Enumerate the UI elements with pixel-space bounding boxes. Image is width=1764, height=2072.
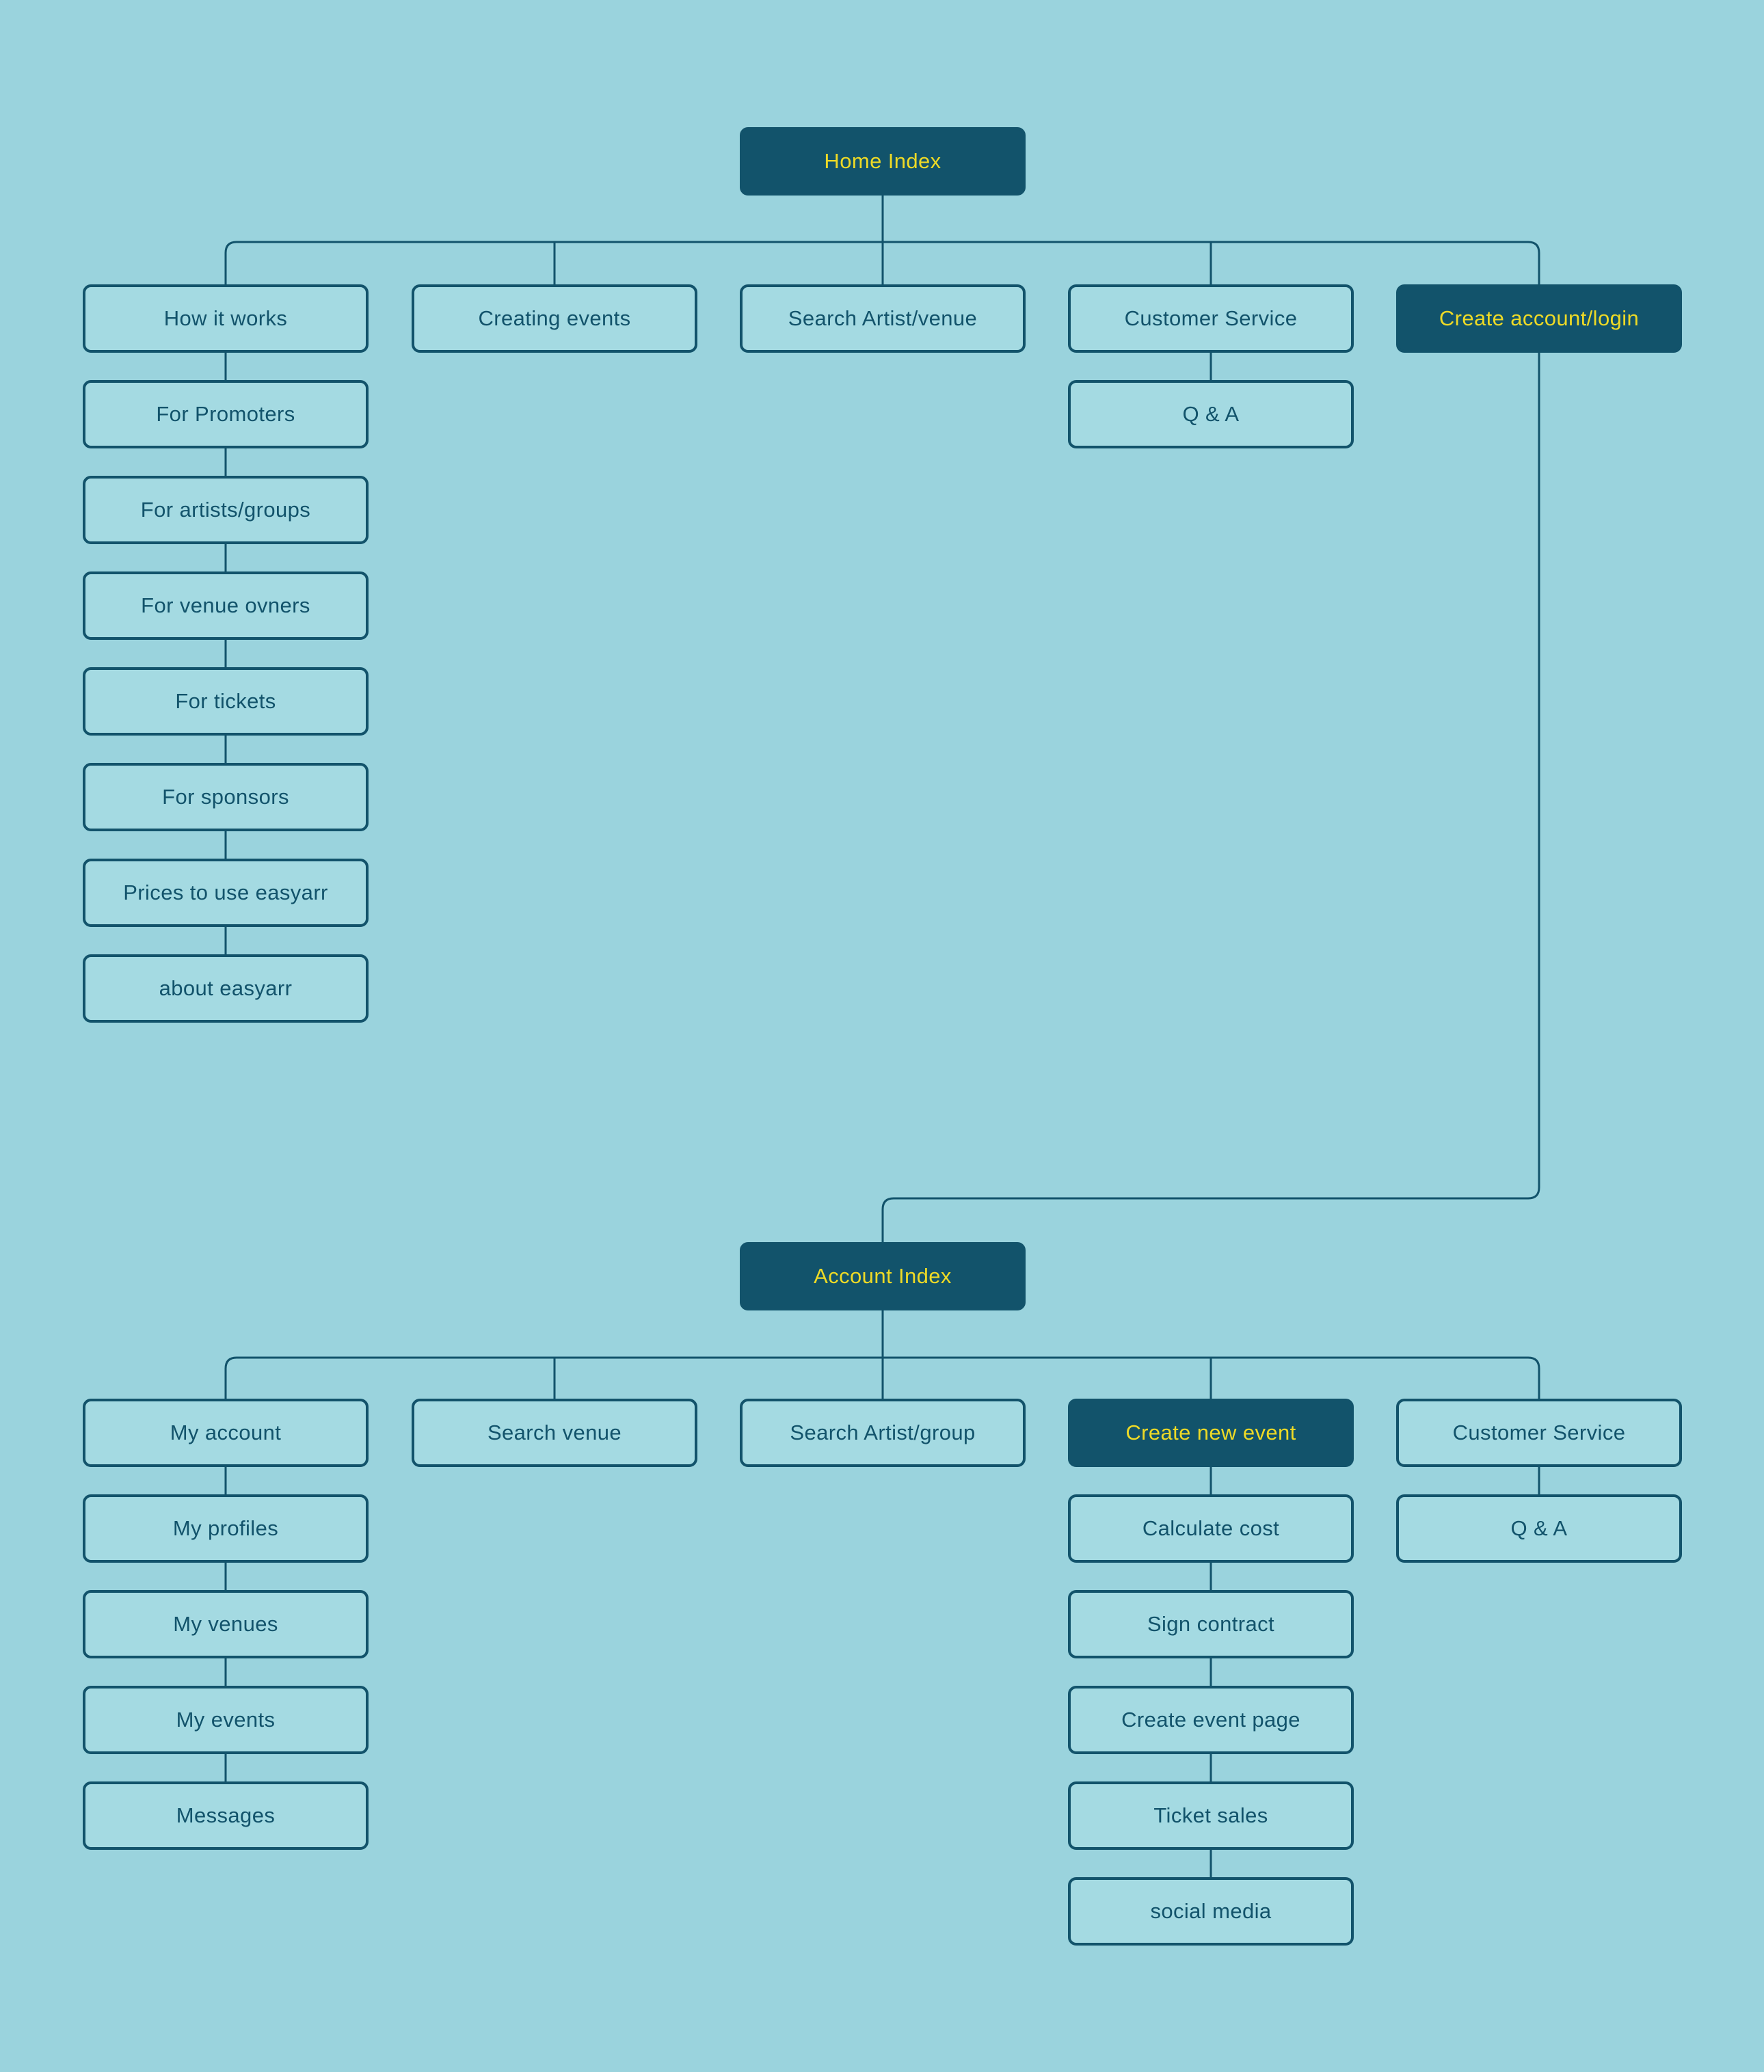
node-for-venue-ovners: For venue ovners	[83, 571, 369, 640]
node-my-account: My account	[83, 1399, 369, 1467]
node-how-it-works: How it works	[83, 284, 369, 353]
node-for-promoters: For Promoters	[83, 380, 369, 448]
node-for-artists-groups: For artists/groups	[83, 476, 369, 544]
node-ticket-sales: Ticket sales	[1068, 1781, 1354, 1850]
node-search-artist-venue: Search Artist/venue	[740, 284, 1026, 353]
node-create-new-event: Create new event	[1068, 1399, 1354, 1467]
node-my-venues: My venues	[83, 1590, 369, 1658]
node-customer-service-account: Customer Service	[1396, 1399, 1682, 1467]
node-home-index: Home Index	[740, 127, 1026, 196]
node-sign-contract: Sign contract	[1068, 1590, 1354, 1658]
node-calculate-cost: Calculate cost	[1068, 1494, 1354, 1563]
node-for-tickets: For tickets	[83, 667, 369, 736]
node-search-artist-group: Search Artist/group	[740, 1399, 1026, 1467]
node-prices-to-use-easyarr: Prices to use easyarr	[83, 859, 369, 927]
node-create-event-page: Create event page	[1068, 1686, 1354, 1754]
node-account-index: Account Index	[740, 1242, 1026, 1310]
node-search-venue: Search venue	[412, 1399, 697, 1467]
node-about-easyarr: about easyarr	[83, 954, 369, 1023]
node-create-account-login: Create account/login	[1396, 284, 1682, 353]
node-qa-home: Q & A	[1068, 380, 1354, 448]
account-bus	[224, 1356, 1540, 1400]
node-creating-events: Creating events	[412, 284, 697, 353]
node-customer-service-home: Customer Service	[1068, 284, 1354, 353]
node-for-sponsors: For sponsors	[83, 763, 369, 831]
home-bus	[224, 241, 1540, 286]
home-bus-stubs	[553, 241, 1212, 286]
node-social-media: social media	[1068, 1877, 1354, 1946]
node-qa-account: Q & A	[1396, 1494, 1682, 1563]
account-bus-stubs	[553, 1356, 1212, 1400]
node-my-events: My events	[83, 1686, 369, 1754]
login-to-account-link	[881, 351, 1540, 1243]
node-my-profiles: My profiles	[83, 1494, 369, 1563]
node-messages: Messages	[83, 1781, 369, 1850]
